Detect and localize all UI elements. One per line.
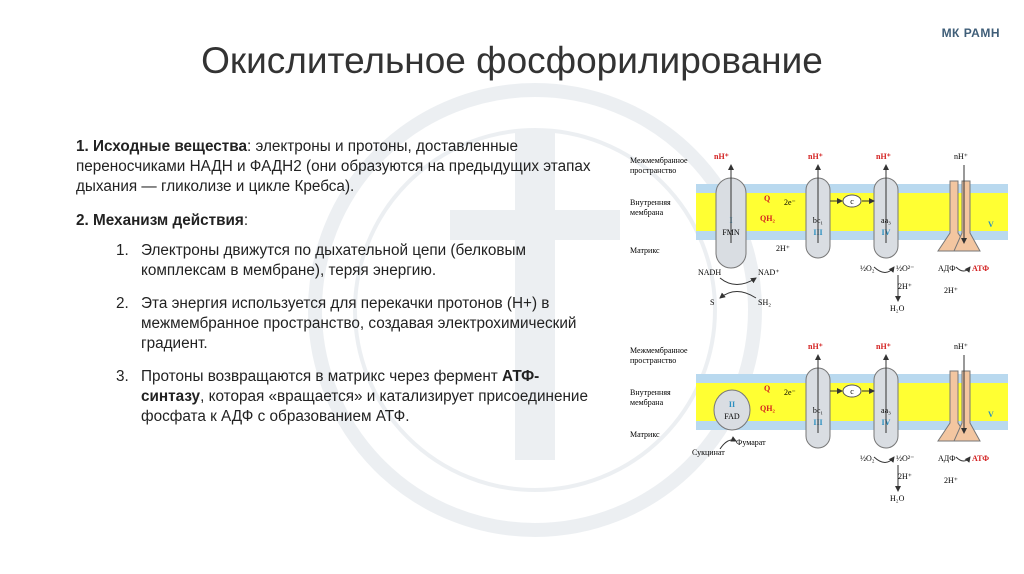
label-inner-membrane-2: мембрана bbox=[630, 208, 664, 217]
electron-pair-label: 2e⁻ bbox=[784, 388, 796, 397]
oxygen-arrow bbox=[873, 456, 895, 463]
mechanism-list: 1. Электроны движутся по дыхательной цепи… bbox=[76, 241, 601, 427]
complex-V-label: V bbox=[988, 410, 994, 419]
background-seal-watermark bbox=[308, 83, 762, 537]
two-protons-label: 2H⁺ bbox=[776, 244, 790, 253]
substrate-arrow bbox=[719, 291, 757, 299]
substrate-s-label: S bbox=[710, 298, 714, 307]
two-protons-b-label: 2H⁺ bbox=[898, 472, 912, 481]
oxygen-ion-label: ½O²⁻ bbox=[896, 264, 914, 273]
atp-label: АТФ bbox=[972, 264, 989, 273]
nadh-arrow bbox=[719, 277, 757, 285]
half-oxygen-label: ½O₂ bbox=[860, 454, 875, 463]
nadh-label: NADH bbox=[698, 268, 721, 277]
label-inner-membrane-1: Внутренняя bbox=[630, 198, 671, 207]
label-matrix: Матрикс bbox=[630, 430, 660, 439]
page-title: Окислительное фосфорилирование bbox=[201, 40, 823, 81]
substrate-sh2-label: SH₂ bbox=[758, 298, 771, 307]
proton-label-I: nH⁺ bbox=[714, 152, 729, 161]
electron-transport-chain-diagram: Межмембранное пространство Внутренняя ме… bbox=[630, 152, 1008, 503]
membrane-outer-band bbox=[696, 184, 1008, 193]
section-mechanism-heading: 2. Механизм действия: bbox=[76, 211, 601, 231]
list-item-text-bold: АТФ-синтазу bbox=[141, 368, 540, 405]
proton-label-V: nH⁺ bbox=[954, 152, 968, 161]
section-source-substances: 1. Исходные вещества: электроны и протон… bbox=[76, 137, 601, 197]
water-label: H₂O bbox=[890, 494, 905, 503]
section1-text: : электроны и протоны, доставленные пере… bbox=[76, 138, 591, 195]
section2-colon: : bbox=[243, 212, 249, 229]
cytochrome-c bbox=[842, 194, 862, 208]
list-item-text: Эта энергия используется для перекачки п… bbox=[141, 295, 577, 352]
list-number: 1. bbox=[116, 242, 129, 259]
atp-arrow bbox=[955, 266, 971, 273]
label-inner-membrane-1: Внутренняя bbox=[630, 388, 671, 397]
ubiquinol-label: QH₂ bbox=[760, 214, 775, 223]
label-intermembrane-2: пространство bbox=[630, 166, 676, 175]
list-item-text-post: , которая «вращается» и катализирует при… bbox=[141, 388, 588, 425]
list-item-text: Электроны движутся по дыхательной цепи (… bbox=[141, 242, 527, 279]
list-item: 3. Протоны возвращаются в матрикс через ф… bbox=[76, 367, 601, 427]
diagram-top-panel: Межмембранное пространство Внутренняя ме… bbox=[630, 152, 1008, 313]
brand-logo-text: МК РАМН bbox=[941, 26, 1000, 40]
proton-label-V: nH⁺ bbox=[954, 342, 968, 351]
list-item: 2. Эта энергия используется для перекачки… bbox=[76, 294, 601, 354]
diagram-bottom-panel: Межмембранное пространство Внутренняя ме… bbox=[630, 342, 1008, 503]
ubiquinol-label: QH₂ bbox=[760, 404, 775, 413]
proton-label-III: nH⁺ bbox=[808, 152, 823, 161]
oxygen-arrow bbox=[873, 266, 895, 273]
section1-heading: 1. Исходные вещества bbox=[76, 138, 247, 155]
proton-label-III: nH⁺ bbox=[808, 342, 823, 351]
oxygen-ion-label: ½O²⁻ bbox=[896, 454, 914, 463]
membrane-outer-band bbox=[696, 374, 1008, 383]
ubiquinone-label: Q bbox=[764, 384, 770, 393]
atp-arrow bbox=[955, 456, 971, 463]
atp-synthase-right bbox=[953, 180, 981, 252]
two-protons-b-label: 2H⁺ bbox=[898, 282, 912, 291]
adp-label: АДФ bbox=[938, 454, 956, 463]
complex-V-label: V bbox=[988, 220, 994, 229]
complex-II-label: II bbox=[729, 400, 735, 409]
proton-label-IV: nH⁺ bbox=[876, 342, 891, 351]
list-item: 1. Электроны движутся по дыхательной цепи… bbox=[76, 241, 601, 281]
nad-label: NAD⁺ bbox=[758, 268, 780, 277]
atp-synthase-right bbox=[953, 370, 981, 442]
cytochrome-c-label: c bbox=[850, 387, 854, 396]
label-intermembrane-2: пространство bbox=[630, 356, 676, 365]
electron-pair-label: 2e⁻ bbox=[784, 198, 796, 207]
label-intermembrane-1: Межмембранное bbox=[630, 346, 688, 355]
slide-body: 1. Исходные вещества: электроны и протон… bbox=[76, 137, 601, 440]
section2-heading: 2. Механизм действия bbox=[76, 212, 244, 229]
list-number: 3. bbox=[116, 368, 129, 385]
list-item-text-pre: Протоны возвращаются в матрикс через фер… bbox=[141, 368, 503, 385]
succinate-arrow bbox=[719, 436, 737, 450]
label-inner-membrane-2: мембрана bbox=[630, 398, 664, 407]
cytochrome-c bbox=[842, 384, 862, 398]
membrane-inner-band bbox=[696, 421, 1008, 430]
complex-II bbox=[713, 389, 751, 431]
list-number: 2. bbox=[116, 295, 129, 312]
fumarate-label: Фумарат bbox=[736, 438, 766, 447]
label-intermembrane-1: Межмембранное bbox=[630, 156, 688, 165]
adp-label: АДФ bbox=[938, 264, 956, 273]
membrane-inner-band bbox=[696, 231, 1008, 240]
cytochrome-c-label: c bbox=[850, 197, 854, 206]
atp-protons-label: 2H⁺ bbox=[944, 476, 958, 485]
water-label: H₂O bbox=[890, 304, 905, 313]
complex-II-cofactor: FAD bbox=[724, 412, 740, 421]
atp-label: АТФ bbox=[972, 454, 989, 463]
atp-protons-label: 2H⁺ bbox=[944, 286, 958, 295]
label-matrix: Матрикс bbox=[630, 246, 660, 255]
half-oxygen-label: ½O₂ bbox=[860, 264, 875, 273]
succinate-label: Сукцинат bbox=[692, 448, 725, 457]
proton-label-IV: nH⁺ bbox=[876, 152, 891, 161]
ubiquinone-label: Q bbox=[764, 194, 770, 203]
